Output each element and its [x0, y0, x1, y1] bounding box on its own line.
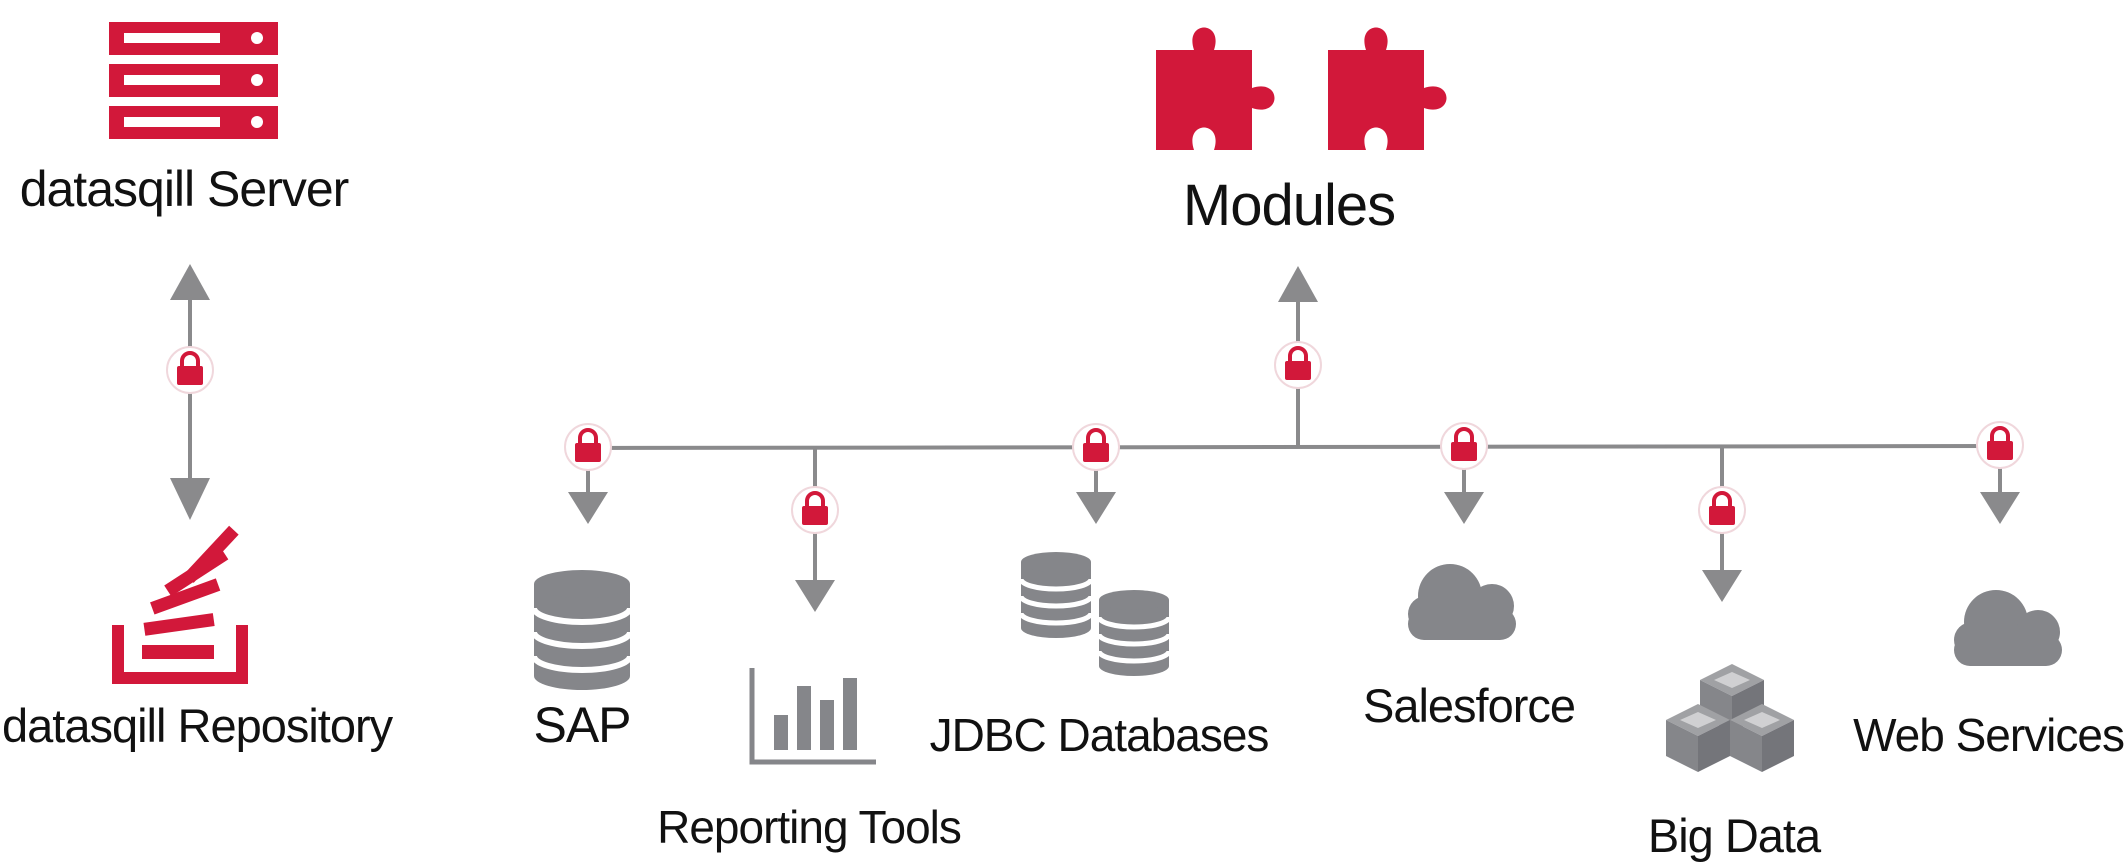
big-data-label: Big Data [1647, 809, 1821, 862]
modules-label: Modules [1182, 173, 1396, 238]
cubes-icon [1666, 664, 1794, 772]
stacked-repository-icon [112, 525, 248, 684]
jdbc-databases-label: JDBC Databases [929, 709, 1270, 761]
arrow-down-icon [1702, 570, 1742, 602]
repository-label: datasqill Repository [2, 699, 393, 752]
databases-icon [1021, 552, 1169, 676]
padlock-icon [1697, 485, 1747, 535]
padlock-icon [1439, 421, 1489, 471]
padlock-icon [563, 422, 613, 472]
database-icon [534, 570, 630, 690]
arrow-down-icon [1444, 492, 1484, 524]
bar-chart-icon [749, 668, 876, 765]
server-repository-connector [165, 264, 215, 520]
padlock-icon [790, 485, 840, 535]
arrow-down-icon [1076, 492, 1116, 524]
reporting-tools-label: Reporting Tools [657, 801, 962, 853]
padlock-icon [1071, 422, 1121, 472]
puzzle-piece-icon [1156, 27, 1447, 150]
network-bus [563, 266, 2025, 612]
server-rack-icon [109, 22, 278, 139]
sap-label: SAP [533, 697, 631, 753]
arrow-down-icon [1980, 492, 2020, 524]
arrow-down-icon [795, 580, 835, 612]
arrow-up-icon [1278, 266, 1318, 302]
padlock-icon [1273, 340, 1323, 390]
arrow-up-icon [170, 264, 210, 300]
arrow-down-icon [170, 478, 210, 520]
salesforce-label: Salesforce [1362, 679, 1576, 732]
web-services-label: Web Services [1853, 709, 2125, 761]
cloud-icon [1408, 564, 1516, 640]
padlock-icon [165, 345, 215, 395]
padlock-icon [1975, 420, 2025, 470]
arrow-down-icon [568, 492, 608, 524]
server-label: datasqill Server [19, 161, 350, 217]
cloud-icon [1954, 590, 2062, 666]
